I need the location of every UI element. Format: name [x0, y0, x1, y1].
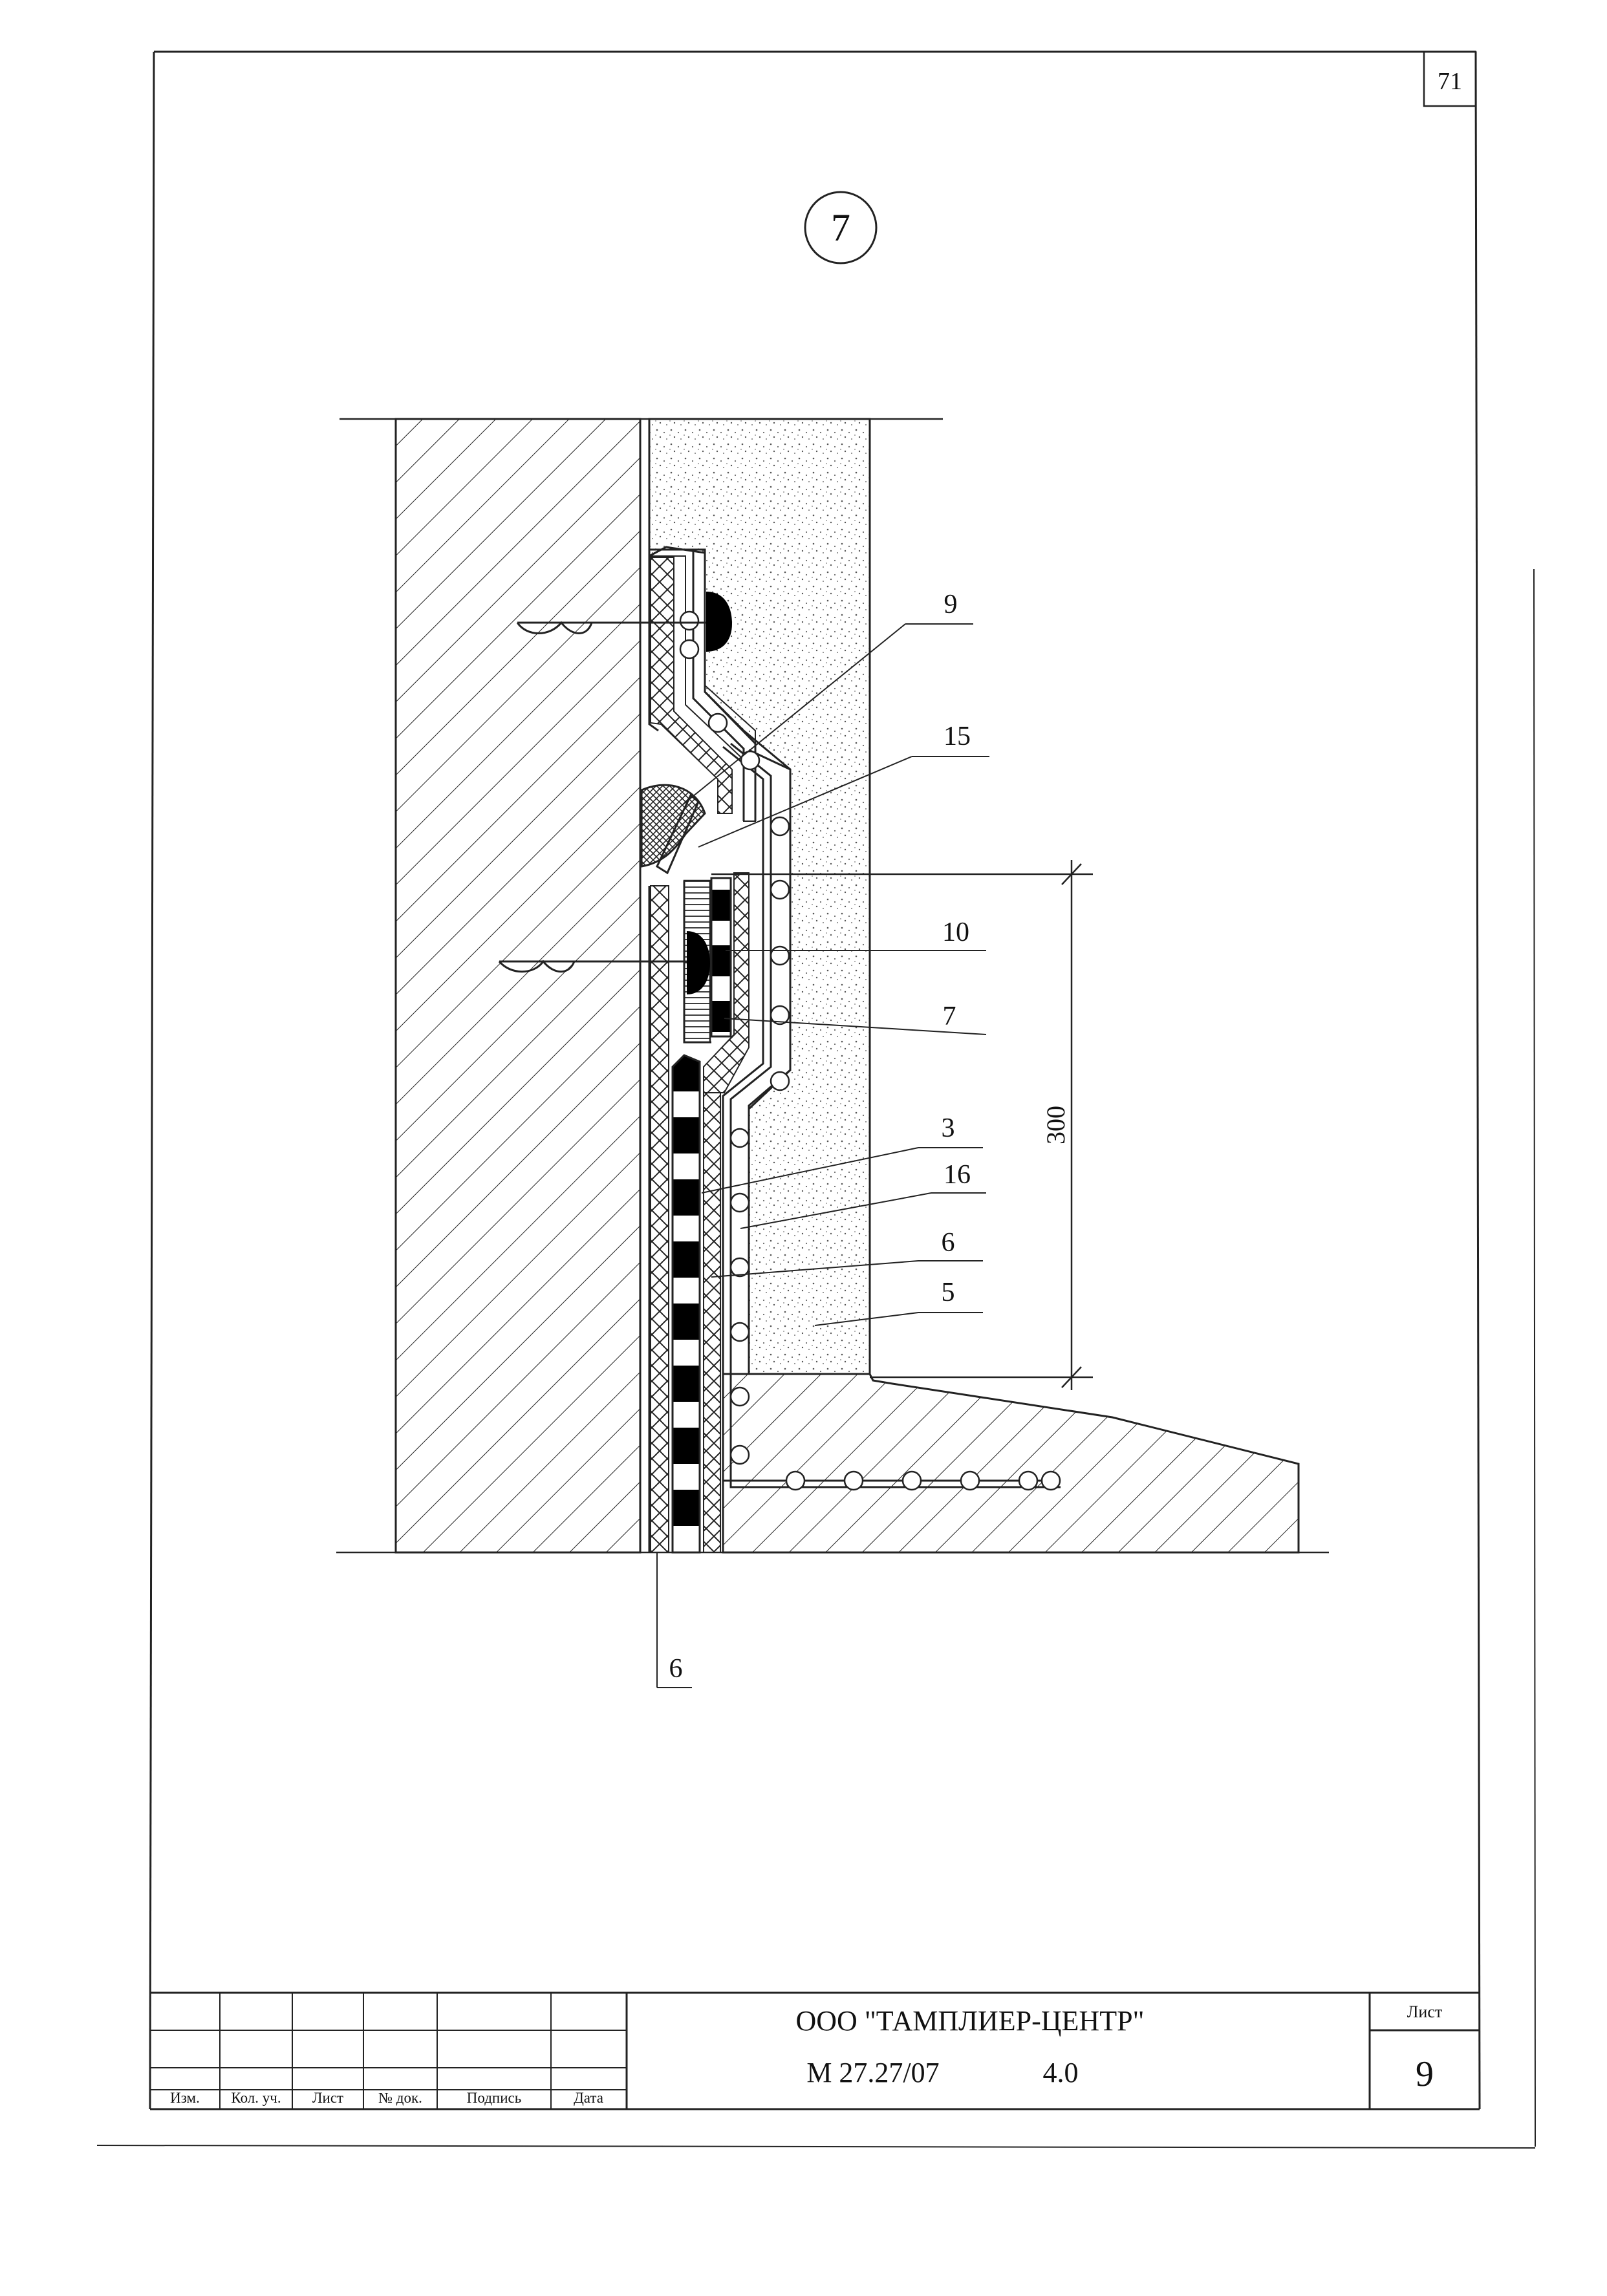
dimension-300: [711, 860, 1093, 1390]
leader-lines: [656, 623, 989, 1688]
crosshatch-strip-middle: [703, 872, 750, 1093]
callout-15: 15: [944, 722, 971, 751]
callout-6-upper: 6: [942, 1228, 955, 1258]
callout-10: 10: [942, 917, 969, 947]
title-block: Изм. Кол. уч. Лист № док. Подпись Дата О…: [150, 1991, 1480, 2109]
wall-section: [394, 418, 642, 1554]
title-header-signature: Подпись: [467, 2090, 521, 2106]
title-header-izm: Изм.: [170, 2090, 200, 2106]
sheet-label: Лист: [1407, 2002, 1442, 2021]
title-header-date: Дата: [574, 2090, 603, 2106]
crosshatch-strip-lower-right: [703, 1092, 721, 1553]
footing-section: [722, 1373, 1300, 1554]
document-code: М 27.27/07: [806, 2057, 939, 2088]
section-drawing: 300 9 15 10 7 3 16 6 5 6: [336, 418, 1329, 1688]
corner-number-box: 71: [1423, 50, 1477, 107]
crosshatch-strip-upper: [650, 557, 733, 814]
callout-9: 9: [944, 590, 958, 619]
organization-name: ООО "ТАМПЛИЕР-ЦЕНТР": [796, 2005, 1145, 2037]
waterstop-band-upper: [710, 877, 732, 1038]
callout-7: 7: [943, 1002, 956, 1031]
anchor-head-lower: [687, 931, 710, 994]
waterstop-band-lower: [671, 1054, 701, 1554]
sheet-frame: [96, 50, 1536, 2149]
title-header-list: Лист: [312, 2090, 343, 2106]
protection-board-upper: [649, 555, 756, 822]
detail-number: 7: [831, 206, 850, 249]
title-header-kol-uch: Кол. уч.: [231, 2090, 281, 2106]
dimension-value: 300: [1041, 1106, 1070, 1144]
drainage-circles: [679, 610, 1061, 1491]
anchors: [498, 621, 706, 973]
callout-3: 3: [942, 1113, 955, 1143]
corner-number: 71: [1438, 68, 1462, 95]
title-header-doc-no: № док.: [378, 2090, 422, 2106]
detail-marker: 7: [804, 191, 878, 264]
crosshatch-strip-lower-left: [650, 885, 669, 1553]
anchor-head-upper: [706, 592, 732, 652]
callout-5: 5: [942, 1278, 955, 1307]
sheet-number: 9: [1416, 2054, 1434, 2094]
callout-6-lower: 6: [669, 1654, 683, 1684]
callout-16: 16: [944, 1160, 971, 1190]
revision-number: 4.0: [1043, 2057, 1079, 2088]
sealant-bead: [640, 784, 706, 868]
